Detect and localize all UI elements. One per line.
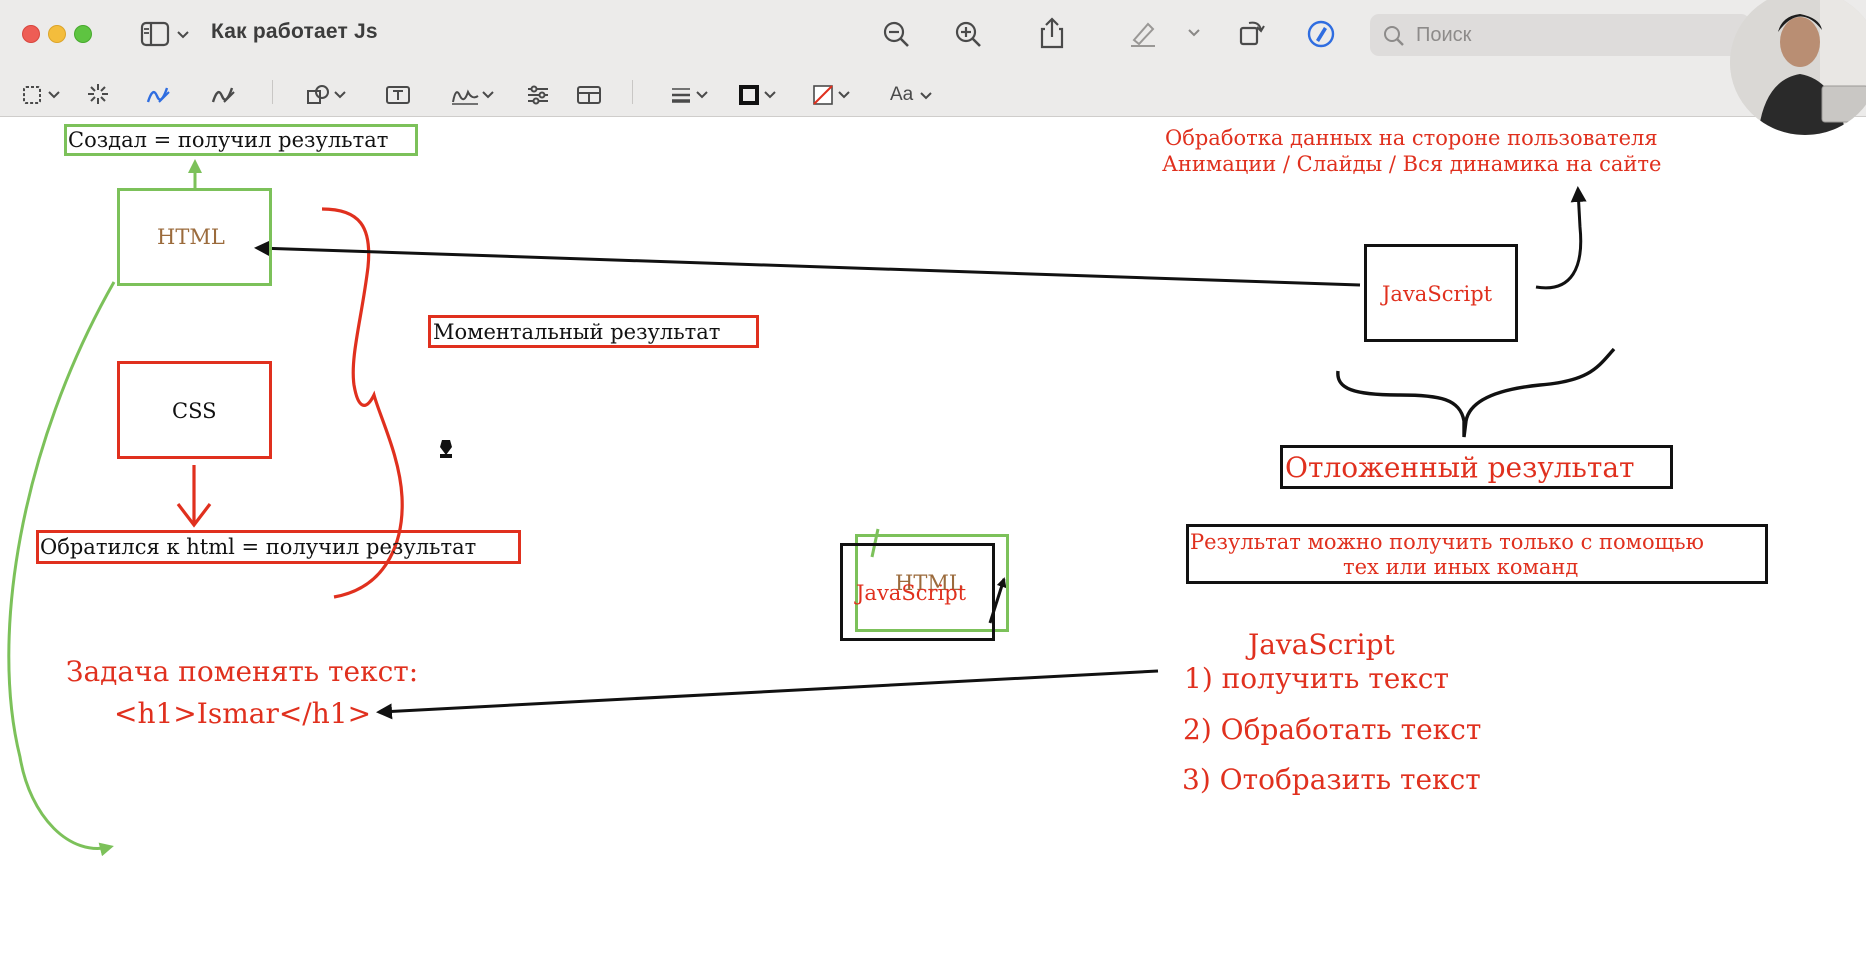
pen-cursor-icon [440,440,452,458]
annotation-strokes [7,159,1616,857]
line-style-icon[interactable] [670,84,712,106]
zoom-window-button[interactable] [74,25,92,43]
sketch-tool-icon[interactable] [145,82,171,106]
client-side-line1: Обработка данных на стороне пользователя [1165,126,1658,150]
html-box [117,188,272,286]
curve-html-to-code [7,281,116,857]
javascript-box-label: JavaScript [1382,282,1493,306]
sidebar-toggle-icon[interactable] [140,20,194,50]
step-2: 2) Обработать текст [1183,713,1482,746]
steps-title: JavaScript [1248,628,1395,661]
text-box-icon[interactable] [385,84,411,106]
css-box-label: CSS [172,399,217,423]
highlight-pen-icon[interactable] [1128,18,1158,48]
search-icon [1382,24,1406,53]
signature-icon[interactable] [450,82,496,108]
draw-tool-icon[interactable] [210,82,236,106]
html-box-label: HTML [157,225,225,249]
mini-html-box [855,534,1009,632]
markup-icon[interactable] [1305,18,1337,50]
javascript-box [1364,244,1518,342]
step-1: 1) получить текст [1184,662,1449,695]
zoom-out-icon[interactable] [882,20,912,50]
instant-alpha-icon[interactable] [86,82,110,106]
css-result-label: Обратился к html = получил результат [40,535,477,559]
brace-deferred [1336,347,1616,438]
shapes-icon[interactable] [306,84,352,106]
chevron-down-icon[interactable] [1187,27,1201,39]
search-placeholder: Поиск [1416,24,1472,46]
webcam-overlay [1730,0,1866,135]
document-canvas[interactable]: Создал = получил результат HTML CSS Моме… [0,117,1866,971]
adjust-color-icon[interactable] [526,84,550,106]
mini-javascript-box [840,543,995,641]
toolbar-divider [272,80,273,104]
search-field[interactable]: Поиск [1370,14,1750,56]
title-bar: Как работает Js [0,0,1866,70]
close-window-button[interactable] [22,25,40,43]
rotate-icon[interactable] [1237,16,1267,48]
presenter-video-icon [1730,0,1866,135]
fill-color-icon[interactable] [812,84,854,106]
css-box [117,361,272,459]
created-result-box [64,124,418,156]
mini-javascript-label: JavaScript [856,581,967,605]
page-layout-icon[interactable] [576,84,602,106]
commands-note-line2: тех или иных команд [1343,555,1579,579]
deferred-result-box [1280,445,1673,489]
client-side-line2: Анимации / Слайды / Вся динамика на сайт… [1162,152,1662,176]
deferred-result-label: Отложенный результат [1285,451,1635,484]
window-title: Как работает Js [211,20,378,43]
markup-toolbar [0,70,1866,117]
arrow-js-to-client [1535,186,1587,290]
commands-note-box [1186,524,1768,584]
chevron-down-icon[interactable] [919,90,933,102]
selection-tool-icon[interactable] [22,84,64,106]
arrow-steps-to-code [376,669,1159,720]
created-result-label: Создал = получил результат [68,128,389,152]
border-color-icon[interactable] [738,84,780,106]
mini-html-label: HTML [895,571,963,595]
commands-note-line1: Результат можно получить только с помощь… [1190,530,1704,554]
instant-result-box [428,315,759,348]
step-3: 3) Отобразить текст [1182,763,1481,796]
task-code: <h1>Ismar</h1> [114,697,372,730]
arrow-js-to-html [254,240,1361,287]
share-icon[interactable] [1038,16,1066,50]
zoom-in-icon[interactable] [954,20,984,50]
toolbar-divider [632,80,633,104]
minimize-window-button[interactable] [48,25,66,43]
css-result-box [36,530,521,564]
instant-result-label: Моментальный результат [433,320,721,344]
text-style-button[interactable]: Aa [890,84,914,105]
task-title: Задача поменять текст: [66,655,419,688]
